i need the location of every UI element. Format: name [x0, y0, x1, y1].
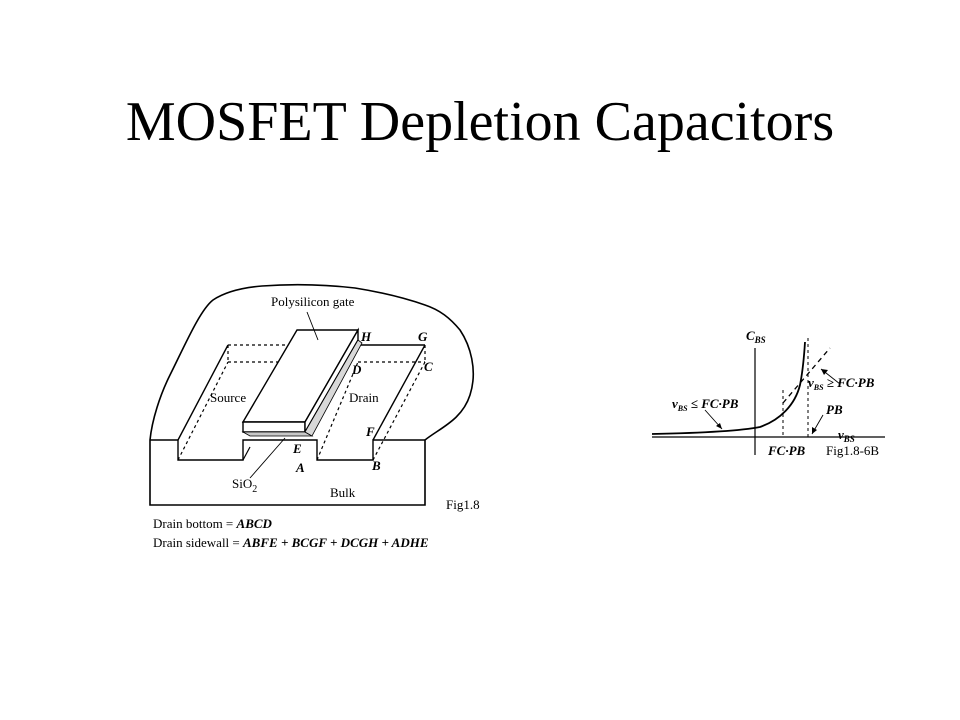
oxide-layer	[241, 431, 314, 437]
surface-edge	[150, 439, 425, 461]
point-b: B	[371, 458, 381, 473]
source-label: Source	[210, 390, 246, 405]
cbs-curve	[651, 341, 806, 435]
x-axis-label: vBS	[838, 427, 855, 444]
bulk-label: Bulk	[330, 485, 356, 500]
point-h: H	[360, 329, 372, 344]
point-c: C	[424, 359, 433, 374]
drain-label: Drain	[349, 390, 379, 405]
point-e: E	[292, 441, 302, 456]
fig-id-structure: Fig1.8	[446, 497, 480, 512]
drain-sidewall-caption: Drain sidewall = ABFE + BCGF + DCGH + AD…	[153, 535, 429, 550]
slide-title: MOSFET Depletion Capacitors	[125, 91, 835, 153]
left-region-note: vBS ≤ FC·PB	[672, 396, 739, 413]
sio2-label: SiO2	[232, 476, 257, 495]
pb-label: PB	[826, 402, 843, 417]
point-f: F	[365, 424, 375, 439]
point-d: D	[351, 362, 362, 377]
y-axis-label: CBS	[746, 328, 766, 345]
poly-gate-front	[242, 421, 306, 433]
point-a: A	[295, 460, 305, 475]
fig-id-cv: Fig1.8-6B	[826, 443, 879, 458]
point-g: G	[418, 329, 428, 344]
bulk-outline	[149, 283, 474, 506]
oxide-side	[304, 339, 363, 437]
mosfet-structure-figure: Polysilicon gate Source Drain Bulk SiO2 …	[149, 283, 480, 550]
poly-gate-label: Polysilicon gate	[271, 294, 355, 309]
cv-curve-figure: CBS vBS vBS ≤ FC·PB vBS ≥ FC·PB PB FC·PB…	[651, 328, 885, 458]
drain-bottom-caption: Drain bottom = ABCD	[153, 516, 273, 531]
fc-pb-label: FC·PB	[767, 443, 806, 458]
right-region-note: vBS ≥ FC·PB	[808, 375, 875, 392]
